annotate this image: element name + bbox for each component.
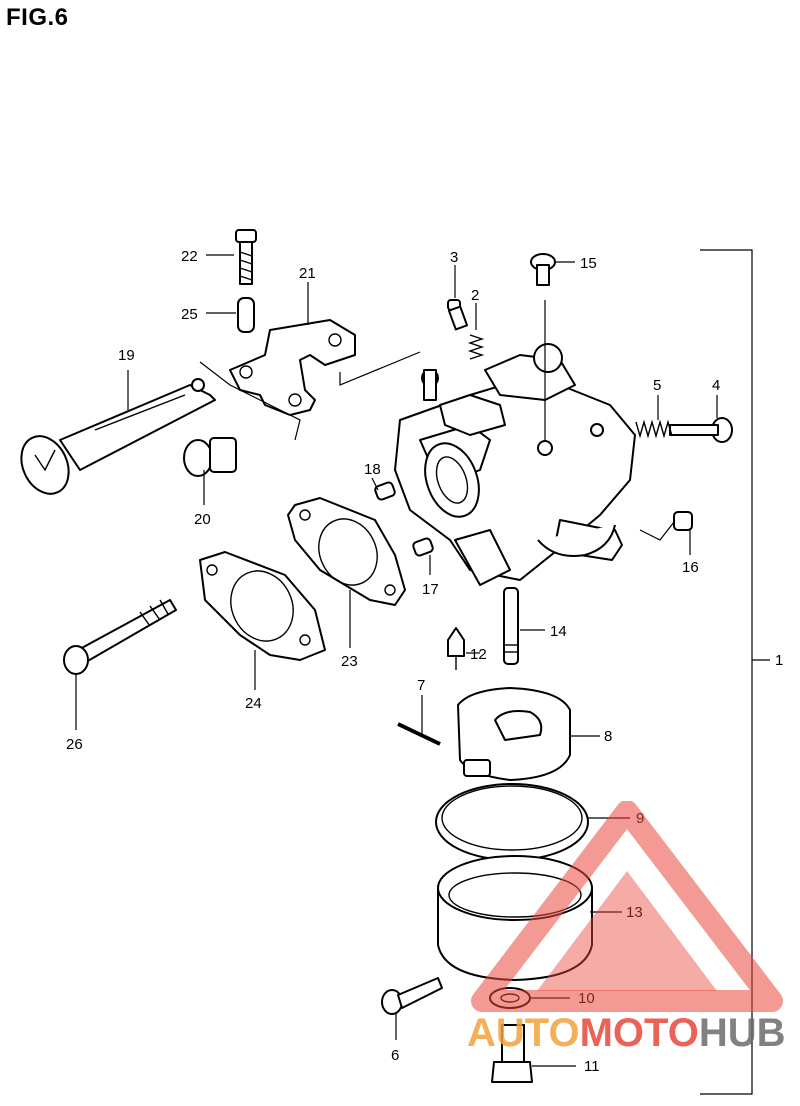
- callout-6: 6: [391, 1047, 399, 1064]
- choke-knob-part-19: [20, 378, 216, 495]
- collar-part-25: [237, 297, 255, 333]
- svg-text:AUTOMOTOHUB: AUTOMOTOHUB: [467, 1011, 786, 1055]
- callout-16: 16: [682, 559, 699, 576]
- screw-part-22: [235, 229, 257, 285]
- carburetor-body: [394, 300, 636, 586]
- callout-11: 11: [584, 1058, 600, 1075]
- screw-part-3: [447, 299, 469, 331]
- plug-part-18: [374, 481, 396, 501]
- drain-bolt-part-11: [491, 1024, 533, 1083]
- callout-2: 2: [471, 287, 479, 304]
- callout-25: 25: [181, 306, 198, 323]
- callout-1: 1: [775, 652, 783, 669]
- insulator-part-24: [199, 551, 326, 661]
- needle-part-12: [447, 627, 465, 670]
- callout-26: 26: [66, 736, 83, 753]
- spring-part-5: [635, 419, 673, 439]
- bracket-part-21: [199, 319, 421, 441]
- callout-23: 23: [341, 653, 358, 670]
- screw-part-16: [639, 511, 693, 541]
- watermark-triangle-icon: [471, 800, 783, 1012]
- screw-part-15: [530, 253, 556, 286]
- callout-4: 4: [712, 377, 720, 394]
- callout-3: 3: [450, 249, 458, 266]
- callout-20: 20: [194, 511, 211, 528]
- watermark-logo: AUTOMOTOHUB: [462, 800, 792, 1066]
- callout-24: 24: [245, 695, 262, 712]
- callout-13: 13: [626, 904, 643, 921]
- callout-15: 15: [580, 255, 597, 272]
- screw-part-4: [669, 417, 733, 443]
- callout-7: 7: [417, 677, 425, 694]
- callout-labels: 1 2 3 4 5 6 7 8 9 10 11 12 13 14 15 16 1…: [66, 248, 783, 1075]
- screw-part-6: [381, 977, 443, 1015]
- watermark-text-hub: HUB: [699, 1011, 786, 1055]
- watermark-text-auto: AUTO: [467, 1011, 580, 1055]
- callout-14: 14: [550, 623, 567, 640]
- spring-part-2: [467, 334, 485, 360]
- plug-part-17: [412, 537, 434, 557]
- callout-21: 21: [299, 265, 316, 282]
- callout-8: 8: [604, 728, 612, 745]
- callout-22: 22: [181, 248, 198, 265]
- callout-5: 5: [653, 377, 661, 394]
- callout-18: 18: [364, 461, 381, 478]
- callout-12: 12: [470, 646, 487, 663]
- assembly-bracket: [700, 249, 770, 1095]
- pin-part-7: [397, 722, 441, 746]
- bolt-part-26: [63, 599, 177, 675]
- callout-17: 17: [422, 581, 439, 598]
- clip-part-20: [183, 437, 237, 477]
- jet-part-14: [503, 587, 519, 665]
- figure-title: FIG.6: [6, 4, 69, 31]
- gasket-part-23: [287, 497, 406, 606]
- watermark-text-moto: MOTO: [580, 1011, 699, 1055]
- watermark-graphic: AUTOMOTOHUB: [467, 800, 786, 1055]
- callout-19: 19: [118, 347, 135, 364]
- float-part-8: [457, 687, 571, 781]
